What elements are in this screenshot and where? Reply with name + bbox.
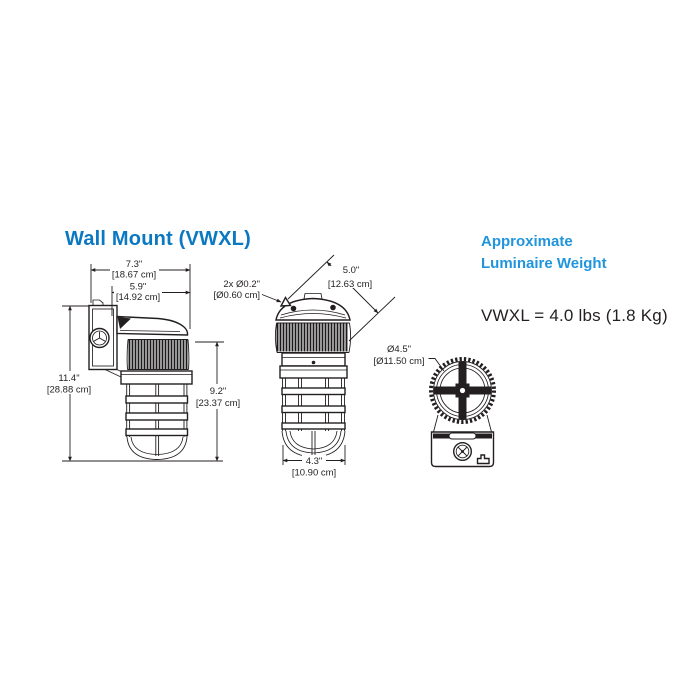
side-view: 7.3" [18.67 cm] 5.9" [14.92 cm] 11.4" [2… bbox=[44, 259, 240, 462]
dim-head-diagonal-in: 5.0" bbox=[343, 265, 360, 276]
dim-cage-width-cm: [10.90 cm] bbox=[292, 468, 336, 479]
dim-fixture-height: 9.2" [23.37 cm] bbox=[195, 341, 240, 462]
top-view: Ø4.5" [Ø11.50 cm] bbox=[373, 344, 496, 468]
dome-top bbox=[275, 293, 351, 321]
dim-overall-width: 7.3" [18.67 cm] bbox=[90, 259, 191, 329]
dim-mount-holes-cm: [Ø0.60 cm] bbox=[214, 290, 260, 301]
callout-mount-holes: 2x Ø0.2" [Ø0.60 cm] bbox=[214, 279, 282, 303]
dim-head-diameter-in: Ø4.5" bbox=[387, 344, 411, 355]
heatsink-fins-side bbox=[126, 339, 190, 370]
dim-mount-holes-in: 2x Ø0.2" bbox=[223, 279, 260, 290]
dim-head-diagonal-cm: [12.63 cm] bbox=[328, 279, 372, 290]
weight-heading-line1: Approximate bbox=[481, 233, 573, 250]
front-view: 2x Ø0.2" [Ø0.60 cm] 5.0" [12.63 cm] 4.3"… bbox=[214, 254, 396, 479]
weight-heading: Approximate Luminaire Weight bbox=[481, 231, 607, 275]
ground-lug bbox=[476, 454, 490, 465]
dim-overall-width-cm: [18.67 cm] bbox=[112, 270, 156, 281]
callout-head-diameter: Ø4.5" [Ø11.50 cm] bbox=[373, 344, 445, 372]
weight-value: VWXL = 4.0 lbs (1.8 Kg) bbox=[481, 306, 668, 325]
dim-cage-width: 4.3" [10.90 cm] bbox=[282, 445, 346, 479]
dim-arm-width-in: 5.9" bbox=[130, 282, 147, 293]
dim-overall-height: 11.4" [28.88 cm] bbox=[44, 305, 223, 462]
weight-heading-line2: Luminaire Weight bbox=[481, 255, 607, 272]
plate-screw-icon bbox=[89, 327, 110, 349]
dim-head-diagonal: 5.0" [12.63 cm] bbox=[287, 254, 396, 342]
cage-guard-front bbox=[279, 352, 348, 458]
dim-arm-width: 5.9" [14.92 cm] bbox=[111, 282, 191, 316]
dim-overall-height-cm: [28.88 cm] bbox=[47, 385, 91, 396]
cage-guard-side bbox=[120, 370, 193, 460]
cross-brace bbox=[433, 361, 492, 420]
dim-arm-width-cm: [14.92 cm] bbox=[116, 292, 160, 303]
body-screw-icon bbox=[453, 442, 473, 462]
dim-head-diameter-cm: [Ø11.50 cm] bbox=[373, 356, 424, 367]
dim-overall-width-in: 7.3" bbox=[126, 259, 143, 270]
dim-overall-height-in: 11.4" bbox=[58, 373, 79, 384]
dim-fixture-height-in: 9.2" bbox=[210, 386, 227, 397]
mount-arm bbox=[116, 315, 189, 336]
dim-cage-width-in: 4.3" bbox=[306, 456, 323, 467]
page-title: Wall Mount (VWXL) bbox=[65, 228, 251, 250]
heatsink-fins-front bbox=[274, 322, 352, 353]
dim-fixture-height-cm: [23.37 cm] bbox=[196, 398, 240, 409]
